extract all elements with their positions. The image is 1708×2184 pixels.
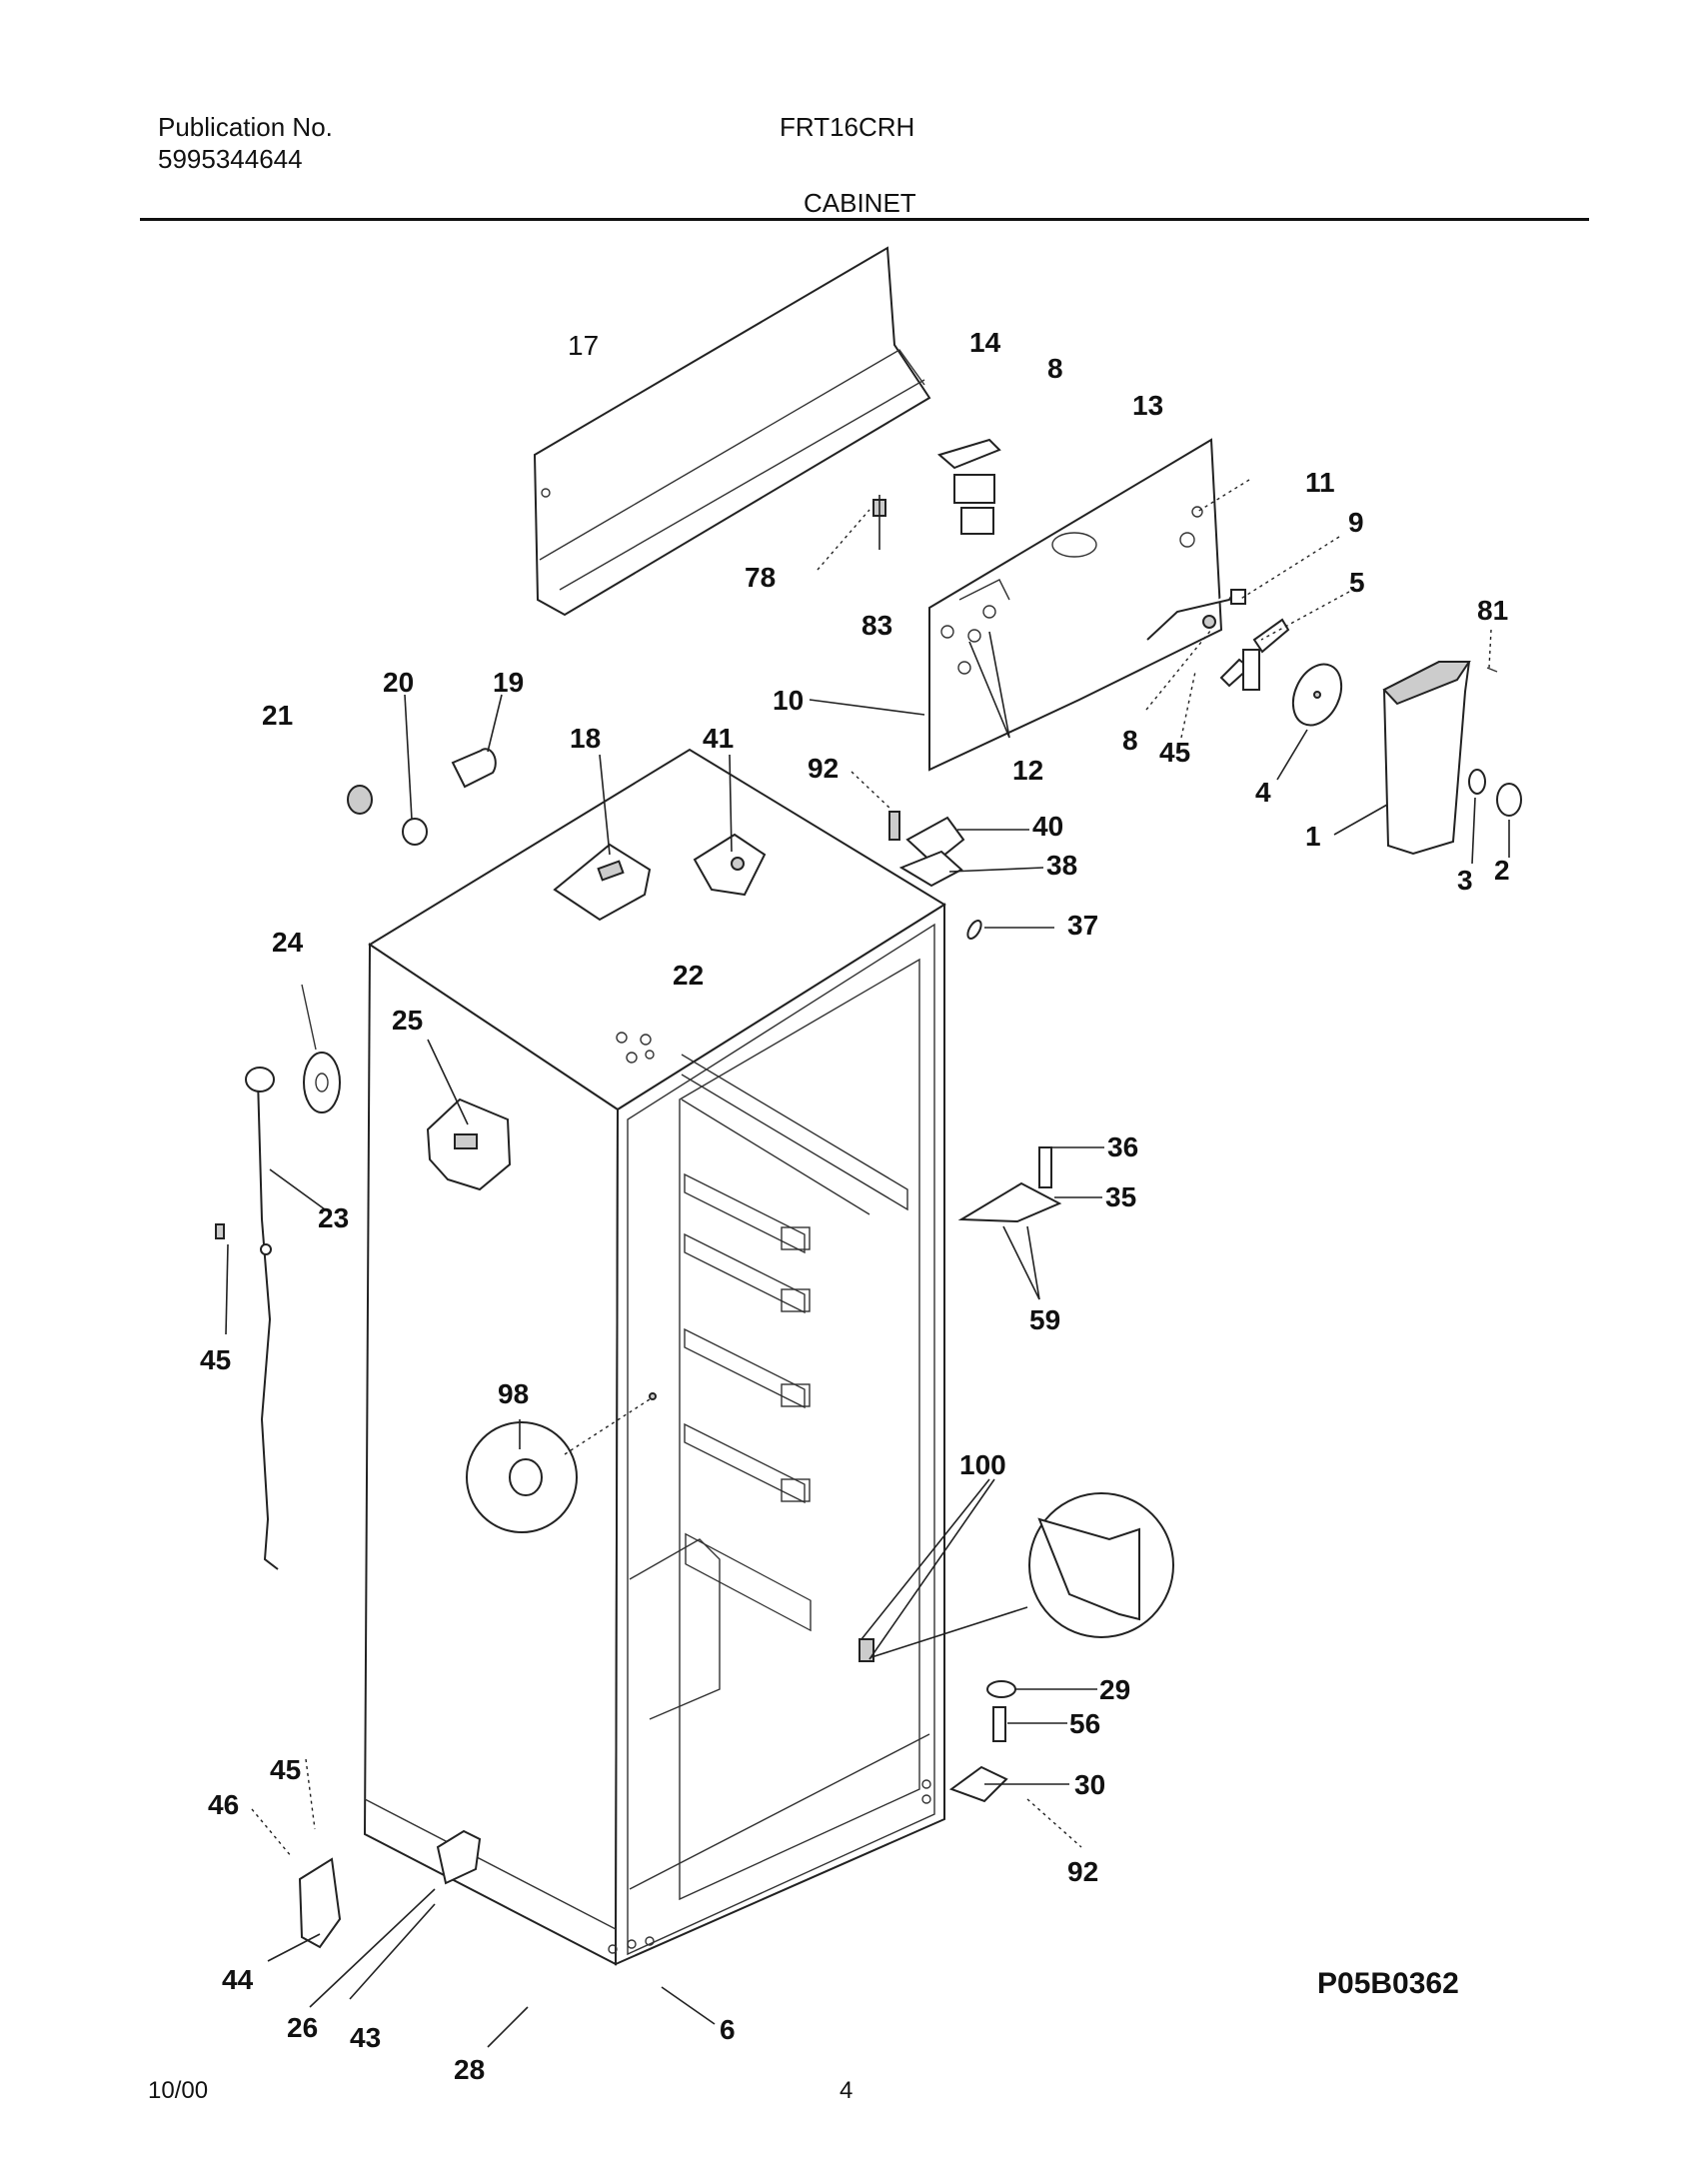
right-hinge-parts xyxy=(948,1146,1062,1803)
callout-38: 38 xyxy=(1046,850,1077,881)
callout-12: 12 xyxy=(1012,755,1043,786)
top-hinge-area xyxy=(553,833,767,922)
callout-98: 98 xyxy=(498,1378,529,1409)
diagram-id: P05B0362 xyxy=(1317,1967,1459,2000)
callout-29: 29 xyxy=(1099,1674,1130,1705)
callout-23: 23 xyxy=(318,1202,349,1233)
callout-37: 37 xyxy=(1067,910,1098,941)
top-hinge-40-38 xyxy=(888,811,982,941)
plug-detail-98 xyxy=(466,1392,657,1533)
callout-10: 10 xyxy=(773,685,804,716)
page-number: 4 xyxy=(840,2077,854,2104)
callout-78: 78 xyxy=(745,562,776,593)
callout-3: 3 xyxy=(1457,865,1473,896)
callout-19: 19 xyxy=(493,667,524,698)
exploded-parts-diagram: 17 14 8 13 11 9 5 81 78 83 10 12 8 45 4 … xyxy=(200,246,1522,2085)
callout-45-left: 45 xyxy=(200,1344,231,1375)
callout-9: 9 xyxy=(1348,507,1364,538)
callout-21: 21 xyxy=(262,700,293,731)
callout-20: 20 xyxy=(383,667,414,698)
section-title: CABINET xyxy=(804,188,916,218)
air-duct-1 xyxy=(1382,661,1522,856)
cutaway-25 xyxy=(426,1097,512,1191)
callout-56: 56 xyxy=(1069,1708,1100,1739)
fan-motor-assembly xyxy=(1146,589,1290,691)
callout-5: 5 xyxy=(1349,567,1365,598)
top-panel-17 xyxy=(533,246,931,617)
callout-92-bottom: 92 xyxy=(1067,1856,1098,1887)
callout-36: 36 xyxy=(1107,1131,1138,1162)
model-number: FRT16CRH xyxy=(780,112,915,142)
publication-number: 5995344644 xyxy=(158,144,303,174)
callout-4: 4 xyxy=(1255,777,1271,808)
callout-1: 1 xyxy=(1305,821,1321,852)
callout-43: 43 xyxy=(350,2022,381,2053)
bracket-detail-100 xyxy=(858,1492,1174,1662)
callout-8-top: 8 xyxy=(1047,353,1063,384)
callout-92-top: 92 xyxy=(808,753,839,784)
callout-13: 13 xyxy=(1132,390,1163,421)
callout-83: 83 xyxy=(861,610,892,641)
callout-17: 17 xyxy=(568,330,599,361)
hinge-pin-wire-23 xyxy=(215,1052,341,1570)
damper-control-13 xyxy=(872,438,1001,535)
knob-parts xyxy=(347,748,497,846)
callout-100: 100 xyxy=(959,1449,1006,1480)
callout-26: 26 xyxy=(287,2012,318,2043)
callout-labels: 17 14 8 13 11 9 5 81 78 83 10 12 8 45 4 … xyxy=(200,327,1510,2085)
callout-2: 2 xyxy=(1494,855,1510,886)
callout-28: 28 xyxy=(454,2054,485,2085)
callout-8-lower: 8 xyxy=(1122,725,1138,756)
publication-label: Publication No. xyxy=(158,112,333,142)
callout-25: 25 xyxy=(392,1005,423,1036)
bottom-hinge-44-43 xyxy=(298,1829,482,1949)
callout-18: 18 xyxy=(570,723,601,754)
callout-24: 24 xyxy=(272,927,304,958)
callout-41: 41 xyxy=(703,723,734,754)
header-rule xyxy=(140,218,1589,221)
leader-lines xyxy=(225,479,1510,2048)
callout-45-top: 45 xyxy=(1159,737,1190,768)
callout-81: 81 xyxy=(1477,595,1508,626)
callout-30: 30 xyxy=(1074,1769,1105,1800)
callout-44: 44 xyxy=(222,1964,254,1995)
callout-35: 35 xyxy=(1105,1181,1136,1212)
evaporator-cover-10 xyxy=(928,438,1223,772)
fan-shroud-4 xyxy=(1291,663,1343,727)
callout-46: 46 xyxy=(208,1789,239,1820)
callout-11: 11 xyxy=(1305,467,1335,498)
cabinet-shell-22 xyxy=(363,748,946,1966)
footer-date: 10/00 xyxy=(148,2077,209,2104)
callout-40: 40 xyxy=(1032,811,1063,842)
callout-59: 59 xyxy=(1029,1304,1060,1335)
callout-6: 6 xyxy=(720,2014,736,2045)
callout-45-bottom: 45 xyxy=(270,1754,301,1785)
callout-22: 22 xyxy=(673,960,704,991)
callout-14: 14 xyxy=(969,327,1001,358)
